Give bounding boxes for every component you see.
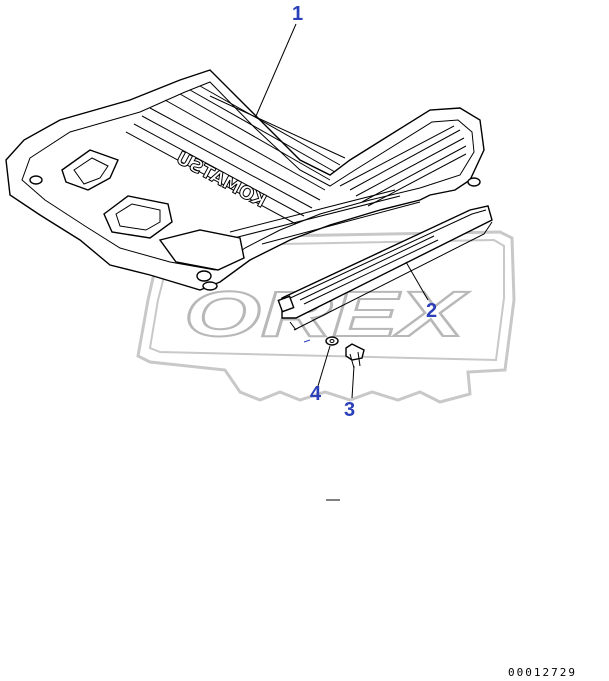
leader-4 xyxy=(317,345,331,387)
side-rail-end-block xyxy=(277,295,295,313)
floor-mat-bosses xyxy=(29,175,481,291)
center-plate-inner xyxy=(115,203,161,231)
center-plate xyxy=(103,195,173,239)
floor-mat: KOMATSU xyxy=(5,69,485,291)
side-rail-bottom-lip xyxy=(293,221,493,331)
watermark-gear-outline xyxy=(136,230,516,404)
side-rail-lower xyxy=(289,321,297,331)
callout-3: 3 xyxy=(344,399,355,421)
washer-ring xyxy=(325,336,339,346)
document-number: 00012729 xyxy=(508,666,577,679)
leader-1 xyxy=(255,23,297,117)
side-rail-body xyxy=(281,205,493,319)
side-rail xyxy=(277,205,493,331)
floor-mat-outline xyxy=(5,69,485,291)
washer-hole xyxy=(329,339,335,343)
washer xyxy=(325,336,339,346)
callout-4: 4 xyxy=(310,383,322,405)
floor-mat-ribs xyxy=(125,85,467,225)
callout-1: 1 xyxy=(292,3,303,25)
pedal-cutout xyxy=(61,149,119,191)
pedal-cutout-inner xyxy=(73,157,109,185)
front-step xyxy=(158,229,245,271)
callout-2: 2 xyxy=(426,300,437,322)
floor-mat-cross-slots xyxy=(229,189,421,245)
hidden-mark xyxy=(303,339,311,343)
leader-3 xyxy=(351,365,355,399)
leader-2 xyxy=(405,261,429,301)
watermark-gear-inner xyxy=(148,238,505,362)
leader-lines xyxy=(255,23,429,399)
side-rail-holes xyxy=(299,235,439,305)
bolt xyxy=(345,343,365,369)
bolt-shank xyxy=(349,351,361,369)
side-rail-top xyxy=(285,209,487,301)
floor-mat-inner-edge xyxy=(21,81,475,271)
